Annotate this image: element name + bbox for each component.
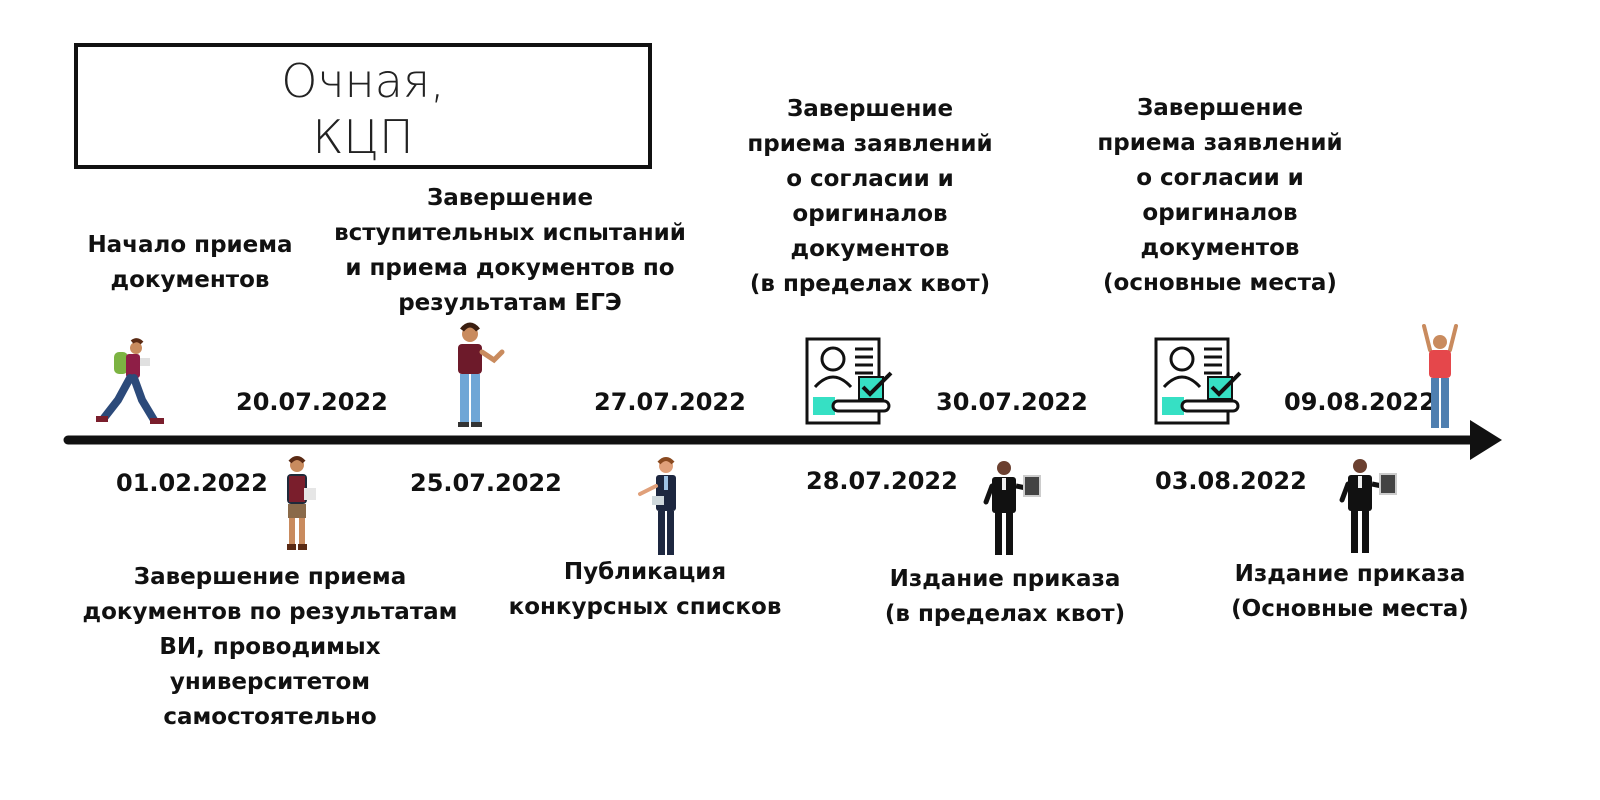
date-20-07: 20.07.2022: [236, 388, 388, 416]
event-label-vi-end: Завершение приема документов по результа…: [82, 564, 458, 730]
application-form-icon: [805, 337, 893, 425]
title-line-2: КЦП: [312, 110, 414, 164]
event-label-consent-quota: Завершение приема заявлений о согласии и…: [747, 96, 993, 297]
date-30-07: 30.07.2022: [936, 388, 1088, 416]
event-label-exams-end: Завершение вступительных испытаний и при…: [334, 185, 686, 316]
official-with-order-icon: [983, 461, 1041, 555]
event-label-order-main: Издание приказа (Основные места): [1231, 561, 1469, 622]
student-with-folder-icon: [287, 456, 316, 550]
official-with-order-icon-2: [1339, 459, 1397, 553]
event-label-start-admission: Начало приема документов: [87, 232, 293, 293]
waving-student-icon: [458, 322, 505, 427]
celebrating-person-icon: [1422, 324, 1458, 428]
date-28-07: 28.07.2022: [806, 467, 958, 495]
application-form-icon-2: [1154, 337, 1242, 425]
event-label-lists-published: Публикация конкурсных списков: [508, 559, 782, 620]
date-03-08: 03.08.2022: [1155, 467, 1307, 495]
timeline-arrowhead: [1470, 420, 1502, 460]
event-label-consent-main: Завершение приема заявлений о согласии и…: [1097, 95, 1343, 296]
title-line-1: Очная,: [281, 54, 445, 108]
presenter-icon: [638, 457, 676, 555]
event-label-order-quota: Издание приказа (в пределах квот): [884, 566, 1126, 627]
date-25-07: 25.07.2022: [410, 469, 562, 497]
date-09-08: 09.08.2022: [1284, 388, 1436, 416]
date-27-07: 27.07.2022: [594, 388, 746, 416]
date-01-02: 01.02.2022: [116, 469, 268, 497]
title-box: Очная, КЦП: [74, 43, 652, 169]
walking-student-icon: [96, 338, 164, 424]
